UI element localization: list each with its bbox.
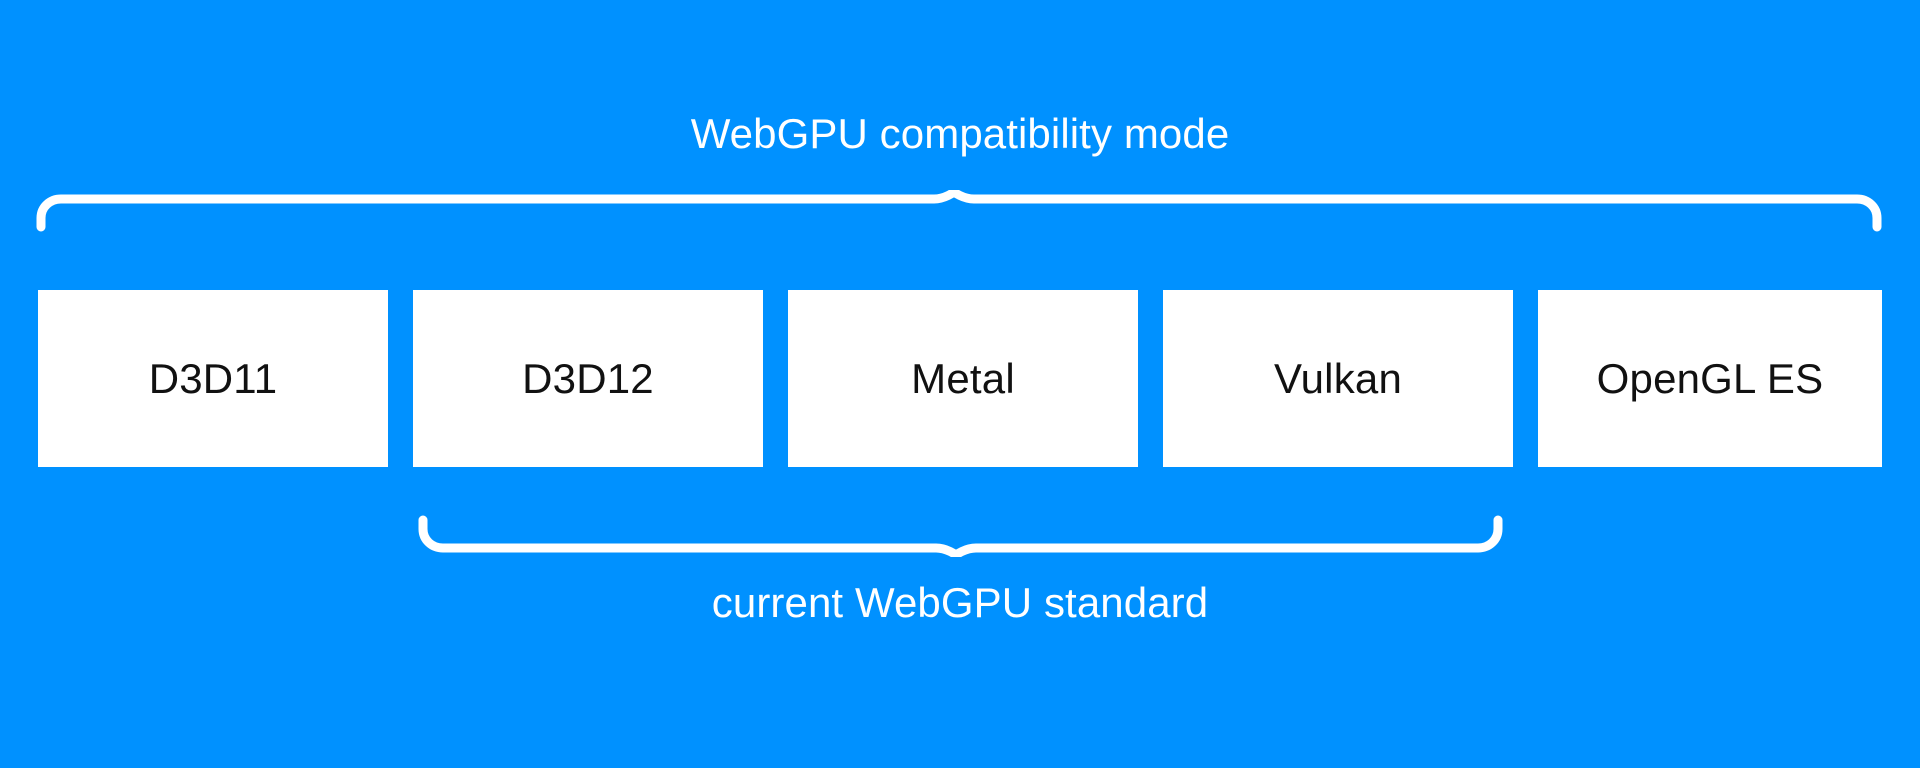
- bottom-brace-svg: [418, 515, 1503, 557]
- backend-box-metal[interactable]: Metal: [788, 290, 1138, 467]
- backend-box-vulkan[interactable]: Vulkan: [1163, 290, 1513, 467]
- backend-box-label: Metal: [911, 354, 1015, 402]
- bottom-brace-label: current WebGPU standard: [711, 579, 1209, 626]
- backend-box-label: Vulkan: [1273, 354, 1403, 402]
- backend-box-label: OpenGL ES: [1596, 354, 1824, 402]
- backend-box-label: D3D12: [522, 354, 654, 402]
- top-brace-icon: [36, 190, 1882, 232]
- backend-box-d3d12[interactable]: D3D12: [413, 290, 763, 467]
- backend-box-opengl-es[interactable]: OpenGL ES: [1538, 290, 1882, 467]
- backend-box-d3d11[interactable]: D3D11: [38, 290, 388, 467]
- bottom-brace-icon: [418, 515, 1503, 557]
- top-brace-label: WebGPU compatibility mode: [690, 110, 1230, 157]
- backend-box-label: D3D11: [148, 354, 278, 402]
- backend-box-row: D3D11 D3D12 Metal Vulkan OpenGL ES: [38, 290, 1882, 467]
- top-brace-svg: [36, 190, 1882, 232]
